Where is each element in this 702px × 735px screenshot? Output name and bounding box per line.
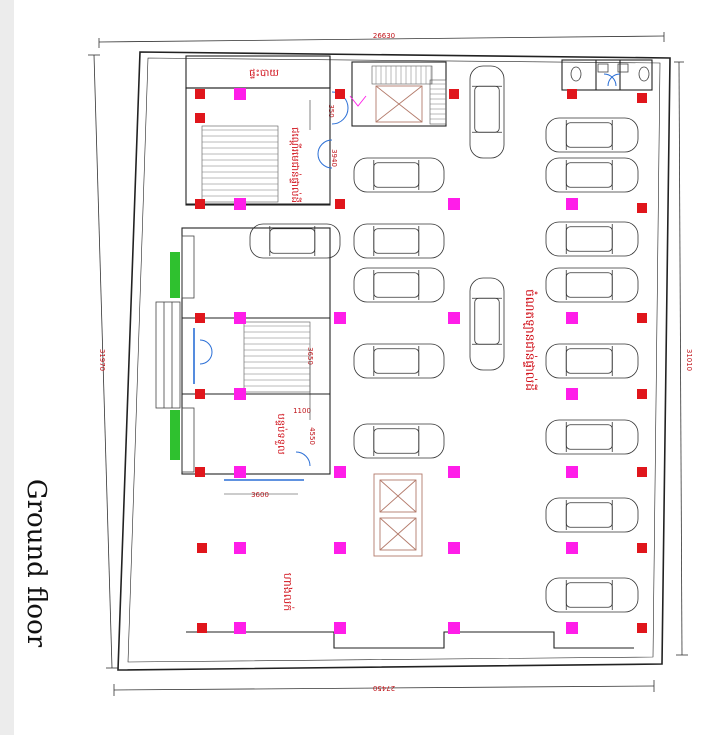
column [234, 312, 246, 324]
column [195, 199, 205, 209]
column [637, 389, 647, 399]
structural-columns [195, 88, 647, 634]
car [249, 223, 341, 259]
car [469, 65, 505, 159]
label-parking: ចំណតឡានជាន់ផ្ទាល់ដី [523, 289, 538, 391]
car [545, 267, 639, 303]
column [637, 93, 647, 103]
dim-stair-small: 350 [327, 104, 335, 117]
dim-right: 31010 [685, 349, 693, 371]
column [637, 313, 647, 323]
column [448, 542, 460, 554]
column [567, 89, 577, 99]
building-outline [117, 51, 671, 671]
stairs-top [371, 65, 447, 125]
car [469, 277, 505, 371]
column [637, 623, 647, 633]
column [197, 543, 207, 553]
car [353, 157, 445, 193]
label-shop: ហាងលក់ [281, 573, 295, 611]
dimension-lines [88, 32, 688, 696]
elevator-center [373, 473, 423, 557]
column [197, 623, 207, 633]
column [637, 543, 647, 553]
dim-bottom: 27450 [373, 684, 395, 692]
column [195, 389, 205, 399]
car [353, 343, 445, 379]
column [448, 622, 460, 634]
dim-top: 26630 [373, 32, 395, 40]
column [566, 542, 578, 554]
car [545, 157, 639, 193]
column [195, 467, 205, 477]
floor-plan: 26630 27450 31970 31010 350 3940 3650 11… [88, 32, 693, 696]
label-top-room: ផ្ទះបាយ [249, 68, 279, 79]
column [334, 542, 346, 554]
column [234, 542, 246, 554]
car [545, 577, 639, 613]
drawing-sheet: 26630 27450 31970 31010 350 3940 3650 11… [14, 0, 702, 735]
dimension-texts: 26630 27450 31970 31010 350 3940 3650 11… [98, 32, 693, 692]
column [234, 88, 246, 100]
planters [170, 252, 180, 460]
column [335, 89, 345, 99]
column [566, 388, 578, 400]
dim-left: 31970 [98, 349, 106, 371]
column [448, 198, 460, 210]
label-stair-room: ជណ្តើរមេជាន់ផ្ទាល់ដី [289, 127, 302, 203]
column [335, 199, 345, 209]
dim-room-lower: 4550 [308, 427, 316, 445]
car [545, 497, 639, 533]
column [334, 466, 346, 478]
column [566, 312, 578, 324]
column [637, 203, 647, 213]
entrance-porch [155, 235, 195, 473]
column [234, 466, 246, 478]
label-office-room: បន្ទប់ទទួល [274, 413, 288, 455]
column [195, 313, 205, 323]
room-labels: ផ្ទះបាយ ជណ្តើរមេជាន់ផ្ទាល់ដី ចំណតឡានជាន់… [249, 68, 538, 611]
car [353, 267, 445, 303]
interior-walls [181, 55, 653, 649]
column [195, 89, 205, 99]
column [566, 466, 578, 478]
column [334, 312, 346, 324]
stairs-left-lower [243, 321, 311, 393]
column [234, 622, 246, 634]
dim-stair-upper: 3940 [330, 149, 338, 167]
column [566, 622, 578, 634]
car [353, 423, 445, 459]
column [448, 466, 460, 478]
dim-door-gap: 1100 [293, 407, 311, 415]
column [637, 467, 647, 477]
car [545, 419, 639, 455]
column [195, 113, 205, 123]
parking-cars [249, 65, 639, 613]
doors [193, 73, 621, 481]
car [545, 343, 639, 379]
drawing-title: Ground floor [21, 478, 52, 648]
toilet-fixtures [570, 63, 650, 82]
column [566, 198, 578, 210]
stairs-left-upper [201, 125, 279, 203]
column [234, 198, 246, 210]
column [234, 388, 246, 400]
car [545, 221, 639, 257]
column [449, 89, 459, 99]
column [334, 622, 346, 634]
dim-room-width: 3600 [251, 491, 269, 499]
elevator-top [349, 85, 423, 123]
car [545, 117, 639, 153]
column [448, 312, 460, 324]
car [353, 223, 445, 259]
